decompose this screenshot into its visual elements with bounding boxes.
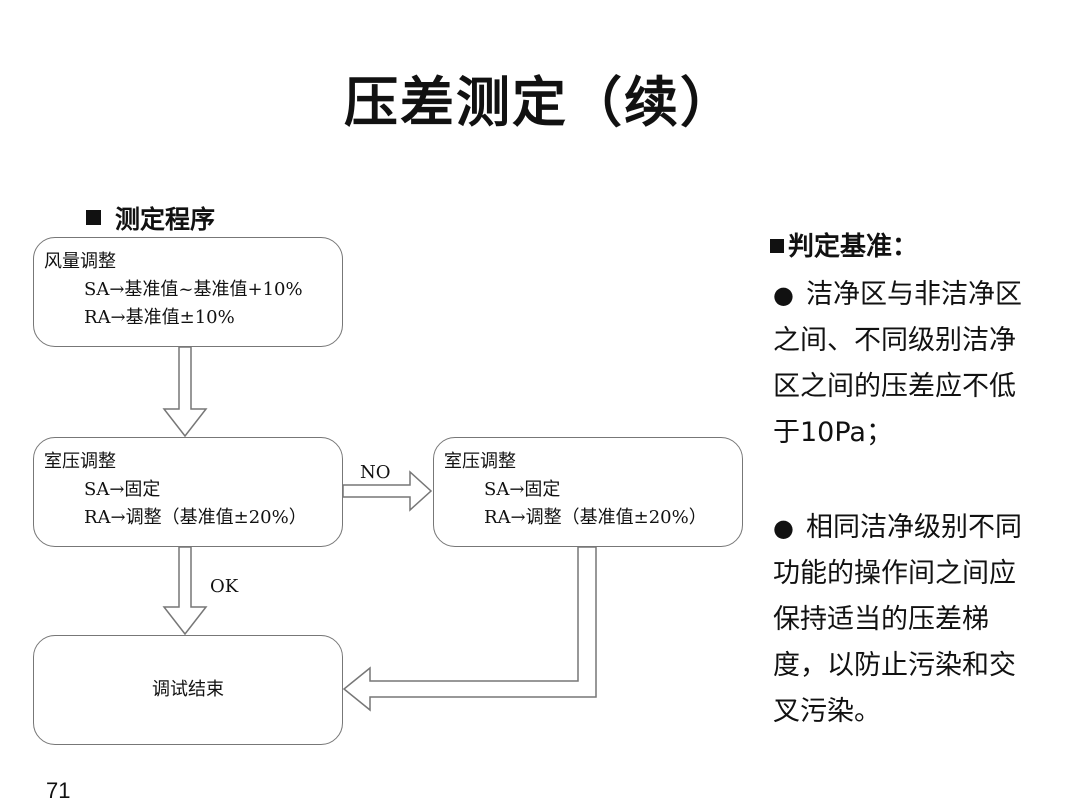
procedure-heading: 测定程序 [86,200,215,236]
pressure-adjust-box-2: 室压调整 SA→固定 RA→调整（基准值±20%） [433,437,743,547]
box-line: SA→基准值~基准值+10% [84,279,303,300]
arrow-return [342,546,597,712]
debug-end-box: 调试结束 [33,635,343,745]
arrow-down-1 [162,346,208,438]
bullet-icon: ● [773,281,794,309]
page-number: 71 [46,778,71,803]
airflow-adjust-box: 风量调整 SA→基准值~基准值+10% RA→基准值±10% [33,237,343,347]
slide-title: 压差测定（续） [344,71,736,134]
box-title: 风量调整 [44,251,116,272]
box-line: RA→调整（基准值±20%） [484,507,707,528]
square-bullet-icon [86,210,101,225]
procedure-heading-text: 测定程序 [115,205,216,234]
arrow-down-2 [162,546,208,636]
criteria-heading-text: 判定基准： [788,232,919,262]
no-label: NO [360,462,391,483]
bullet-icon: ● [773,514,794,542]
box-title: 室压调整 [44,451,116,472]
criteria-heading: 判定基准： [770,226,918,263]
box-line: SA→固定 [84,479,161,500]
criteria-item-text: 相同洁净级别不同功能的操作间之间应保持适当的压差梯度，以防止污染和交叉污染。 [773,512,1022,727]
criteria-item-text: 洁净区与非洁净区之间、不同级别洁净区之间的压差应不低于10Pa； [773,279,1022,448]
box-title: 室压调整 [444,451,516,472]
box-line: SA→固定 [484,479,561,500]
square-bullet-icon [770,239,784,253]
box-title: 调试结束 [152,679,224,700]
arrow-right-no [342,470,433,512]
criteria-item: ●洁净区与非洁净区之间、不同级别洁净区之间的压差应不低于10Pa； [773,272,1033,456]
pressure-adjust-box-1: 室压调整 SA→固定 RA→调整（基准值±20%） [33,437,343,547]
ok-label: OK [210,576,239,597]
criteria-item: ●相同洁净级别不同功能的操作间之间应保持适当的压差梯度，以防止污染和交叉污染。 [773,505,1033,735]
box-line: RA→调整（基准值±20%） [84,507,307,528]
box-line: RA→基准值±10% [84,307,235,328]
